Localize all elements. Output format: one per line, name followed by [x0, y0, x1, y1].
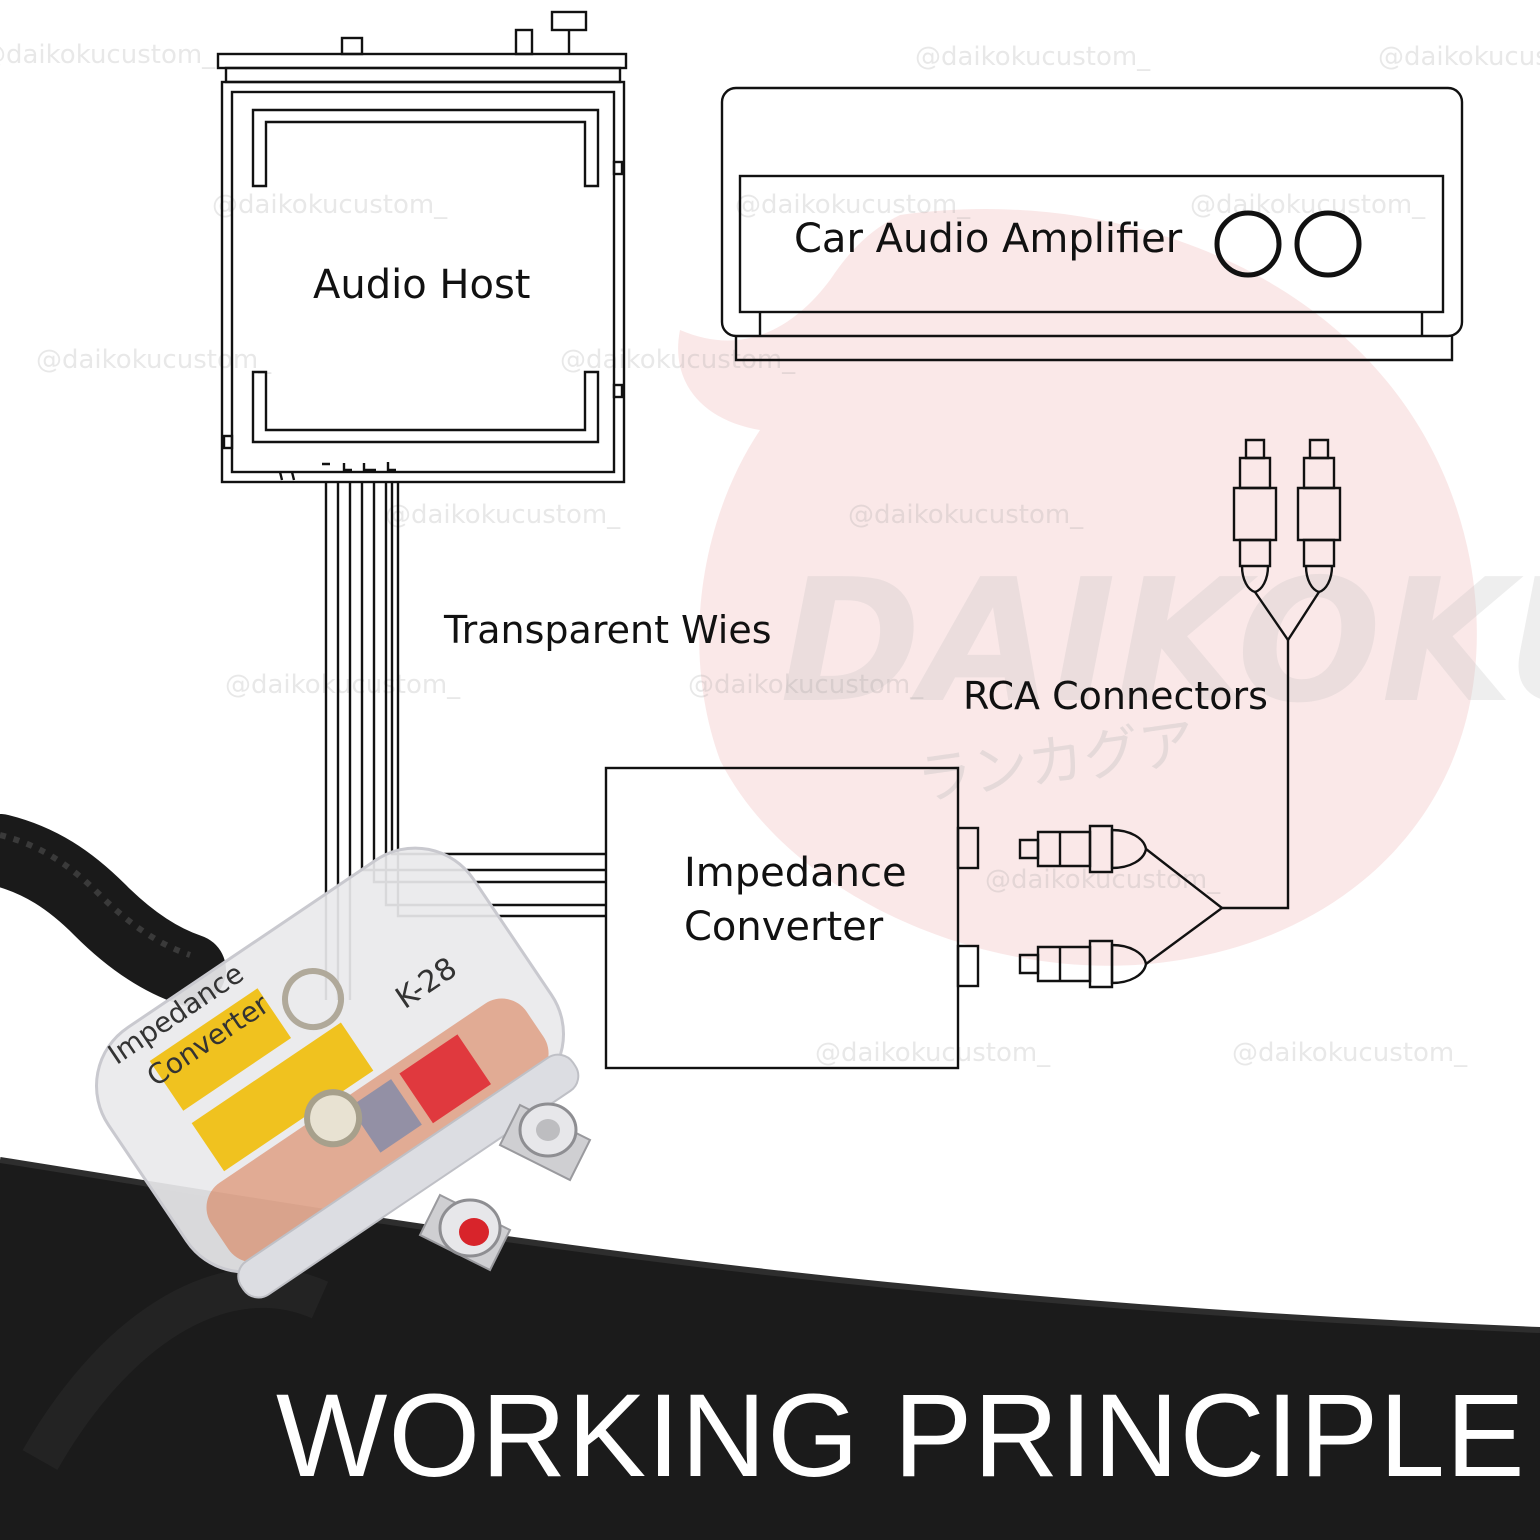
amplifier-label: Car Audio Amplifier — [794, 216, 1183, 262]
watermark: @daikokucustom_ — [225, 670, 461, 700]
device-housing: Impedance Converter K-28 — [95, 846, 580, 1299]
brand-logo-text: DAIKOKU — [780, 543, 1540, 741]
amplifier-unit — [720, 86, 1464, 362]
wires-label: Transparent Wies — [444, 608, 772, 652]
rca-label: RCA Connectors — [963, 674, 1268, 718]
watermark: @daikokucustom_ — [1232, 1038, 1468, 1068]
device-capacitor-yellow — [149, 988, 292, 1111]
device-capacitor-red — [399, 1034, 491, 1124]
footer-title: WORKING PRINCIPLE — [276, 1370, 1526, 1502]
watermark: @daikokucustom_ — [848, 500, 1084, 530]
converter-label-line1: Impedance — [684, 850, 907, 896]
watermark: @daikokucustom_ — [1190, 190, 1426, 220]
rca-jack-red — [459, 1218, 489, 1246]
watermark: @daikokucustom_ — [1378, 42, 1540, 72]
watermark: @daikokucustom_ — [985, 865, 1221, 895]
rca-plugs-horizontal — [1018, 640, 1290, 989]
device-rca-jacks — [418, 1102, 592, 1272]
watermark: @daikokucustom_ — [688, 670, 924, 700]
watermark: @daikokucustom_ — [815, 1038, 1051, 1068]
watermark: @daikokucustom_ — [0, 40, 216, 70]
device-cable — [0, 814, 226, 1006]
brand-blob — [678, 209, 1477, 966]
footer-background — [0, 1160, 1540, 1540]
converter-label-line2: Converter — [684, 904, 884, 950]
watermark: @daikokucustom_ — [735, 190, 971, 220]
amplifier-input-left — [1214, 210, 1282, 278]
watermark: @daikokucustom_ — [385, 500, 621, 530]
audio-host-unit — [216, 10, 628, 484]
converter-box — [604, 766, 980, 1070]
device-capacitor-yellow — [191, 1022, 374, 1172]
watermark: @daikokucustom_ — [212, 190, 448, 220]
audio-host-label: Audio Host — [313, 262, 531, 308]
rca-plugs-vertical — [1232, 438, 1342, 643]
amplifier-input-right — [1294, 210, 1362, 278]
watermark: @daikokucustom_ — [915, 42, 1151, 72]
